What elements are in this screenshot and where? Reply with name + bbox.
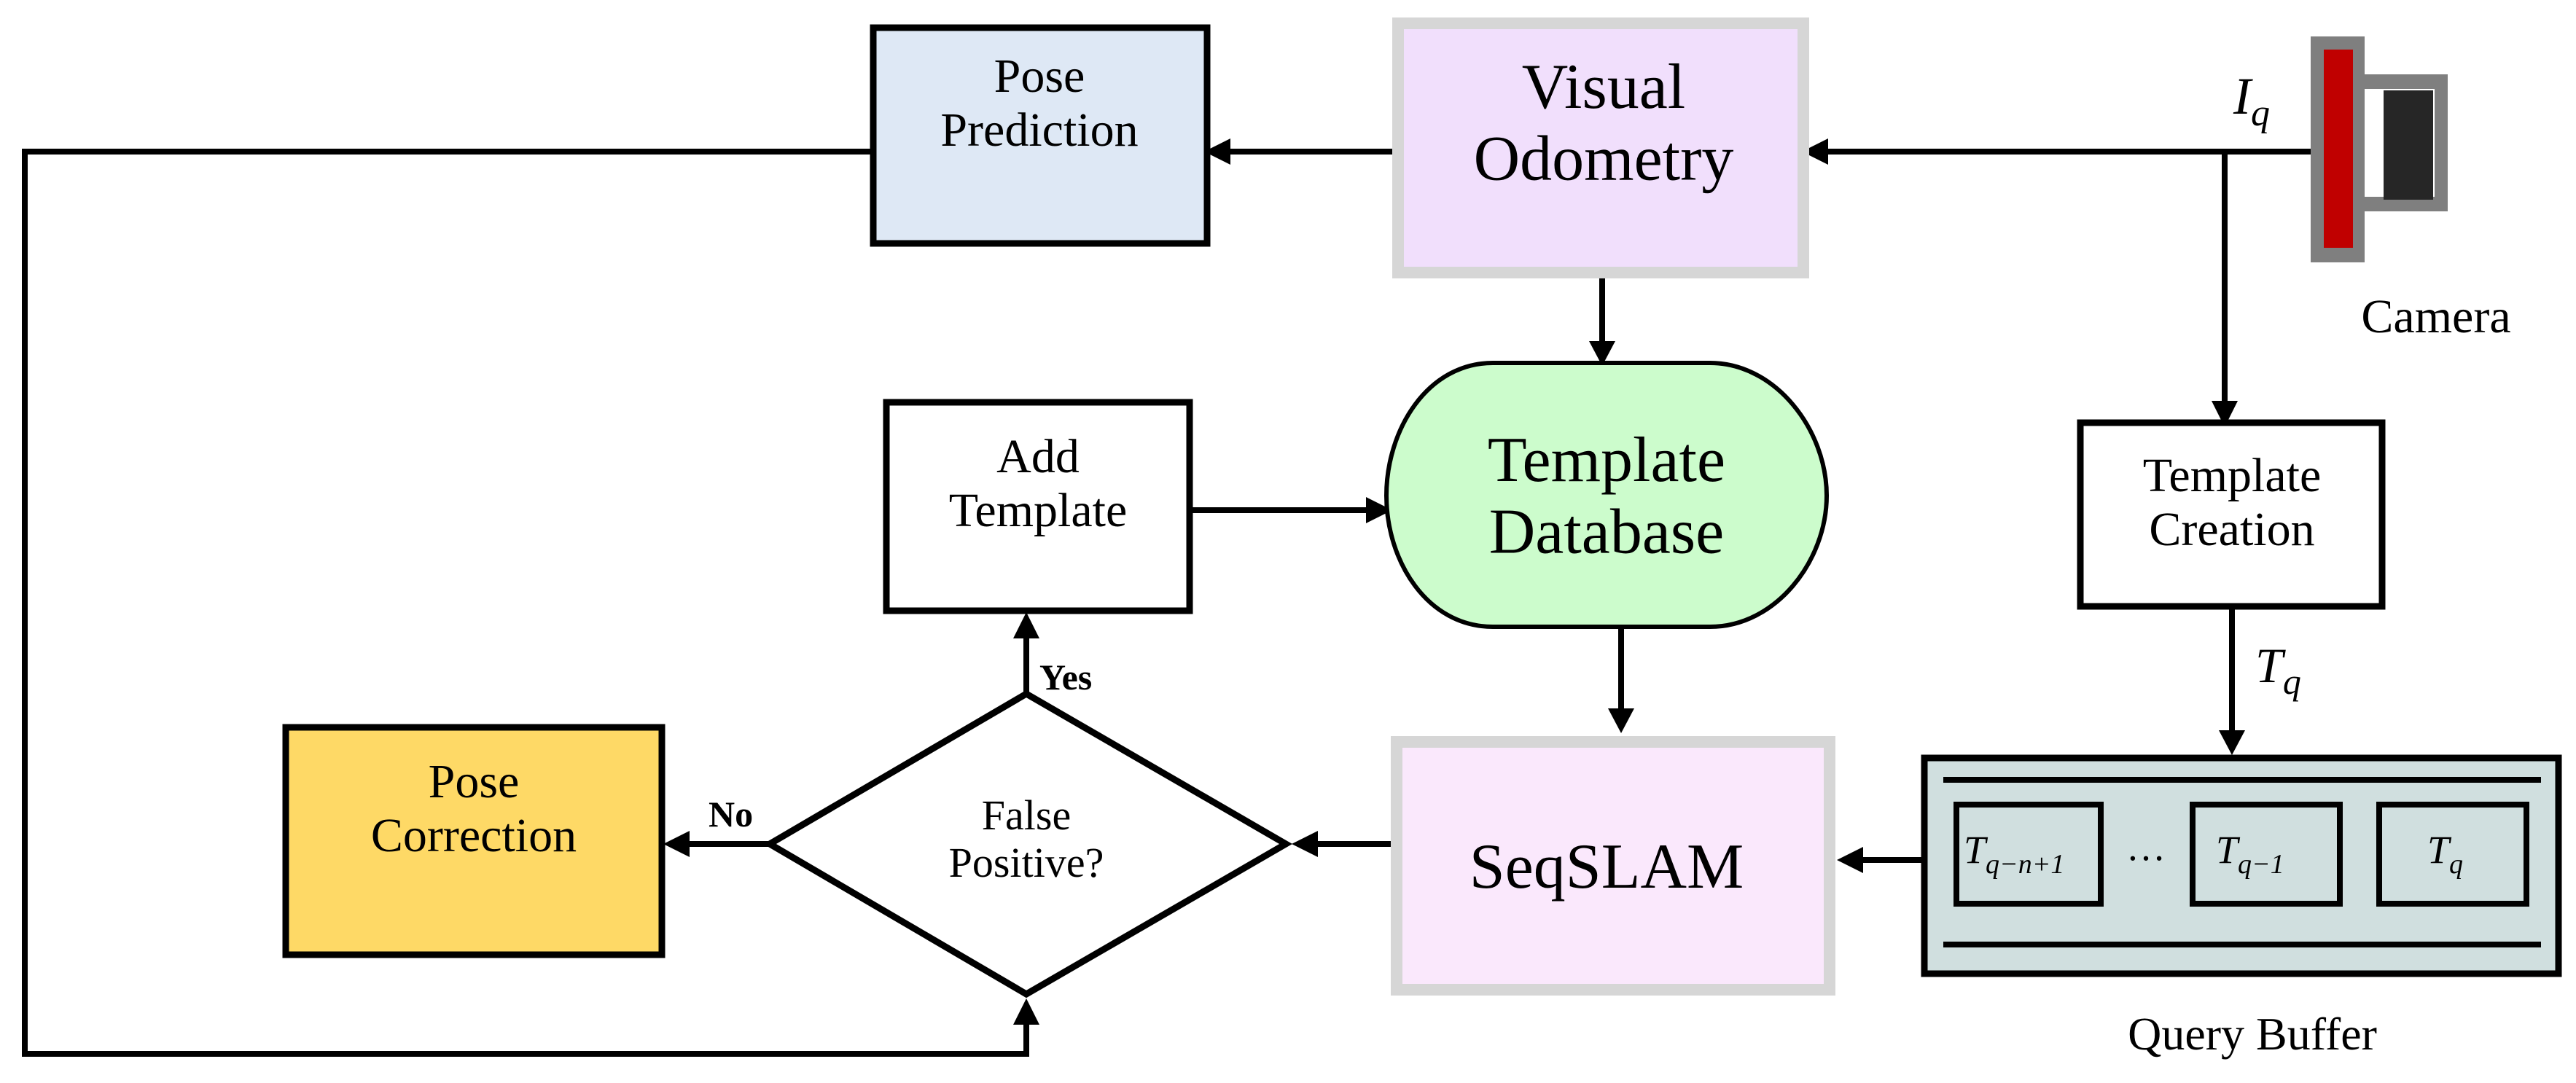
query-buffer: Tq−n+1 … Tq−1 Tq — [1921, 754, 2562, 977]
slot-label: Tq−1 — [2216, 828, 2284, 880]
pose-prediction-box — [870, 24, 1211, 247]
camera-label: Camera — [2361, 290, 2510, 343]
template-creation-box — [2077, 419, 2386, 610]
slot-label: Tq — [2427, 828, 2463, 880]
arrowhead — [1292, 831, 1318, 857]
camera-icon — [2311, 36, 2448, 262]
arrowhead — [1204, 138, 1230, 165]
iq-label: Iq — [2233, 67, 2270, 134]
add-template-box — [883, 399, 1193, 614]
arrowhead — [1013, 998, 1039, 1025]
yes-label: Yes — [1039, 657, 1092, 697]
slot-label: Tq−n+1 — [1964, 828, 2064, 880]
arrowhead — [1802, 138, 1828, 165]
buffer-slot-current: Tq — [2376, 802, 2529, 907]
arrowhead — [1366, 497, 1392, 523]
visual-odometry-box — [1392, 17, 1809, 278]
feedback-line-pose-prediction — [22, 149, 1029, 1057]
false-positive-decision — [763, 689, 1292, 998]
buffer-slot-previous: Tq−1 — [2190, 802, 2343, 907]
seqslam-box — [1391, 736, 1835, 996]
arrowhead — [1589, 341, 1615, 366]
template-database-node — [1383, 361, 1830, 629]
seqslam-label: SeqSLAM — [1470, 832, 1744, 902]
query-buffer-label: Query Buffer — [2128, 1008, 2377, 1060]
buffer-ellipsis: … — [2126, 825, 2166, 869]
tq-label: Tq — [2255, 638, 2301, 702]
pose-correction-box — [282, 724, 666, 958]
no-label: No — [709, 794, 753, 834]
buffer-slot-oldest: Tq−n+1 — [1954, 802, 2104, 907]
arrowhead — [2219, 730, 2245, 755]
arrowhead — [1013, 612, 1039, 638]
arrowhead — [663, 831, 690, 857]
arrowhead — [2212, 401, 2238, 427]
arrowhead — [1608, 708, 1634, 733]
arrowhead — [1837, 847, 1863, 873]
